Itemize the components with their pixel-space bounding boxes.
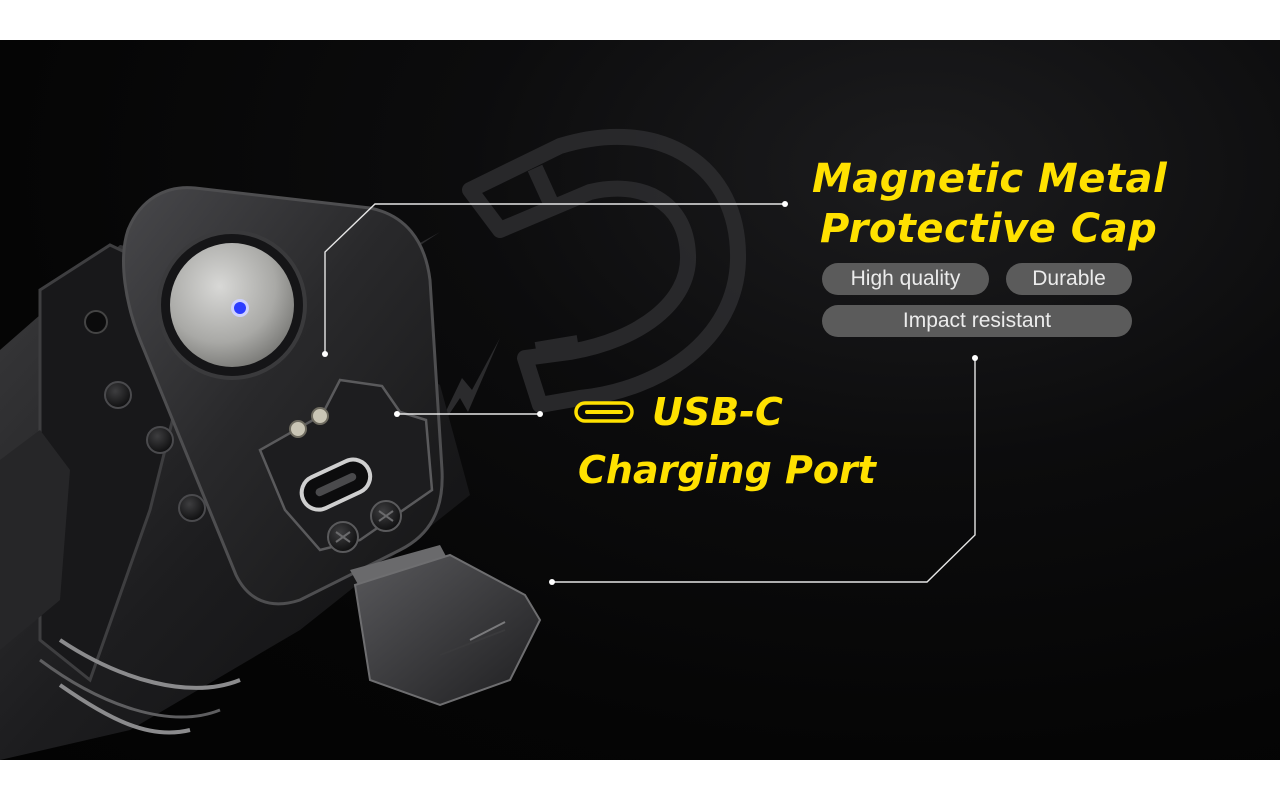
cap-feature-title-line2: Protective Cap xyxy=(820,206,1158,252)
callout-dots xyxy=(322,201,978,585)
cap-feature-title-line1: Magnetic Metal xyxy=(812,156,1168,202)
port-feature-title-line1: USB-C xyxy=(652,390,783,434)
charging-contact xyxy=(289,420,307,438)
tag-high-quality: High quality xyxy=(822,263,989,295)
magnet-outline-icon xyxy=(462,128,747,413)
usb-c-port-icon xyxy=(574,401,634,423)
tag-durable: Durable xyxy=(1006,263,1132,295)
tag-impact-resistant: Impact resistant xyxy=(822,305,1132,337)
usb-c-port xyxy=(299,457,373,512)
charging-contact xyxy=(311,407,329,425)
protective-cap xyxy=(350,545,542,707)
product-illustration xyxy=(0,128,978,760)
product-banner: Magnetic Metal Protective Cap High quali… xyxy=(0,40,1280,760)
magnet-disc xyxy=(157,230,307,380)
callout-lines xyxy=(324,203,976,583)
port-feature-title-line2: Charging Port xyxy=(578,448,876,492)
